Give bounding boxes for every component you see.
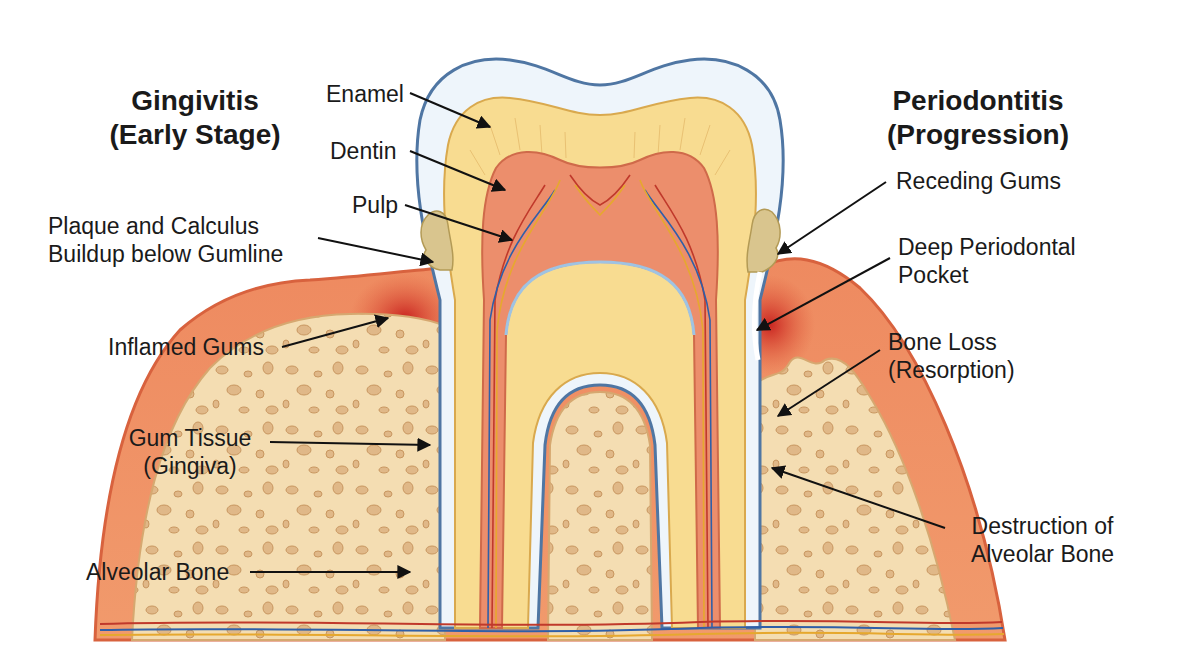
section-title: Periodontitis (Progression) — [858, 84, 1098, 152]
periodontal-pocket — [754, 272, 760, 360]
part-label: Enamel — [326, 80, 404, 108]
leader-line — [778, 350, 880, 416]
dentin — [444, 98, 756, 628]
bottom-vessels — [100, 621, 1004, 636]
leader-line — [250, 571, 410, 573]
pulp — [480, 152, 720, 628]
part-label: Inflamed Gums — [108, 333, 264, 361]
enamel — [417, 59, 783, 628]
nerves-vessels — [488, 175, 712, 628]
plaque-calculus — [421, 209, 780, 272]
part-label: Plaque and Calculus Buildup below Gumlin… — [48, 212, 316, 268]
pulp-lining — [506, 262, 694, 335]
part-label: Destruction of Alveolar Bone — [950, 512, 1135, 568]
part-label: Gum Tissue (Gingiva) — [112, 424, 268, 480]
part-label: Pulp — [352, 191, 398, 219]
part-label: Alveolar Bone — [86, 558, 229, 586]
part-label: Deep Periodontal Pocket — [898, 233, 1123, 289]
leader-line — [772, 468, 945, 528]
leader-line — [282, 318, 388, 347]
leader-line — [405, 205, 512, 240]
leader-line — [410, 151, 505, 190]
interradicular-bone — [548, 392, 652, 640]
leader-line — [410, 93, 490, 127]
part-label: Dentin — [330, 137, 396, 165]
leader-line — [318, 238, 433, 262]
part-label: Bone Loss (Resorption) — [888, 328, 1093, 384]
leader-lines — [250, 93, 945, 572]
leader-line — [778, 182, 886, 254]
part-label: Receding Gums — [896, 167, 1061, 195]
section-title: Gingivitis (Early Stage) — [90, 84, 300, 152]
resorbed-bone — [755, 357, 955, 640]
leader-line — [270, 442, 430, 445]
leader-line — [757, 258, 890, 330]
